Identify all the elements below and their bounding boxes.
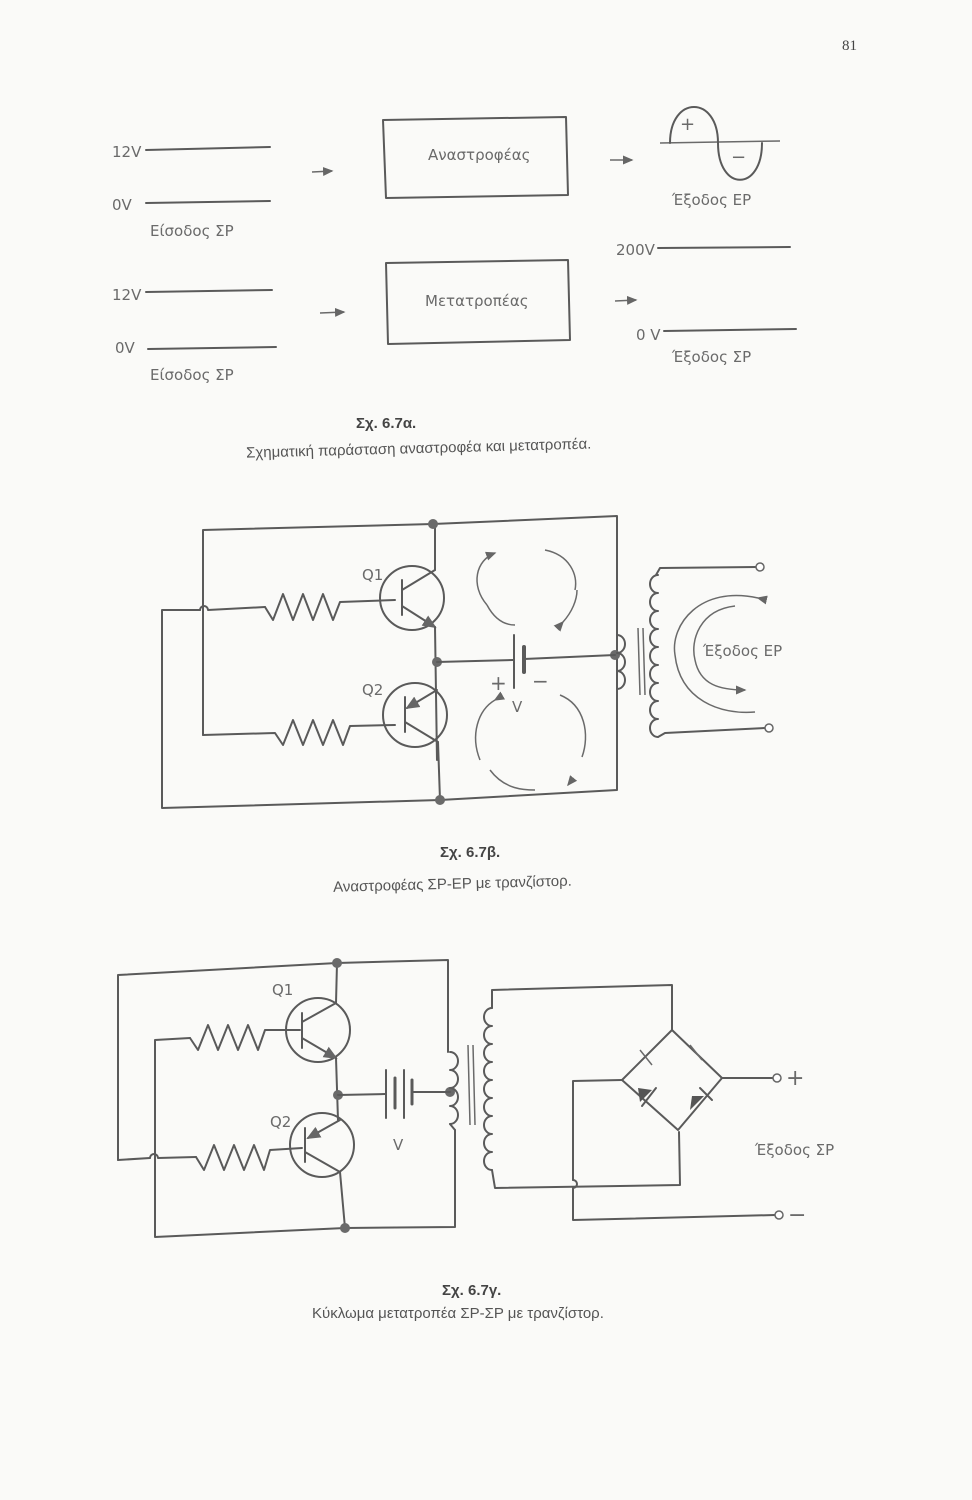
battery-label-v: V: [512, 698, 523, 716]
label-q1: Q1: [362, 566, 383, 584]
diode-icon: [638, 1088, 652, 1102]
output-terminal: [755, 562, 765, 572]
bridge-rectifier: [572, 1029, 776, 1221]
inverter-box-label: Αναστροφέας: [428, 146, 530, 164]
label-q2: Q2: [270, 1113, 291, 1131]
figure-6-7b-number: Σχ. 6.7β.: [440, 844, 500, 861]
page-number: 81: [842, 38, 857, 54]
inverter-input-12v: 12V: [112, 143, 142, 161]
inverter-input-label: Είσοδος ΣΡ: [150, 222, 234, 240]
minus-sign: −: [731, 147, 746, 168]
resistor-bottom: [202, 719, 396, 746]
output-terminal-positive: [772, 1073, 782, 1083]
converter-output-0v: 0 V: [636, 326, 661, 344]
label-q2: Q2: [362, 681, 383, 699]
figure-6-7c-converter-circuit: Q1 Q2 V: [117, 958, 834, 1322]
plus-sign: +: [680, 114, 695, 135]
resistor-top: [189, 1024, 301, 1051]
figure-6-7c-caption: Κύκλωμα μετατροπέα ΣΡ-ΣΡ με τρανζίστορ.: [312, 1305, 604, 1322]
inverter-box: [382, 116, 569, 199]
sine-wave-icon: [669, 106, 763, 181]
ac-arrow-icon: [673, 594, 768, 714]
transistor-q2: [289, 1112, 355, 1229]
label-q1: Q1: [272, 981, 293, 999]
transistor-q2: [382, 682, 448, 801]
transistor-q1: [285, 962, 351, 1063]
inverter-input-0v: 0V: [112, 196, 133, 214]
figure-6-7a-number: Σχ. 6.7α.: [356, 415, 416, 432]
transformer-icon: [449, 984, 681, 1189]
inverter-block: 12V 0V Είσοδος ΣΡ Αναστροφέας + − Έξοδος…: [112, 106, 781, 240]
arrow-icon: [614, 295, 638, 305]
output-label: Έξοδος ΣΡ: [754, 1141, 834, 1159]
output-terminal-negative: [774, 1210, 784, 1220]
figure-6-7b-inverter-circuit: Q1 Q2 + − V: [161, 515, 782, 896]
battery-icon: [436, 634, 616, 689]
diode-icon: [690, 1096, 704, 1110]
ac-arrow-icon: [693, 605, 747, 695]
battery-label-v: V: [393, 1136, 404, 1154]
arrow-icon: [319, 307, 346, 317]
current-flow-arrows: [474, 549, 587, 791]
output-label: Έξοδος ΕΡ: [702, 642, 782, 660]
converter-input-12v: 12V: [112, 286, 142, 304]
converter-output-200v: 200V: [616, 241, 656, 259]
converter-input-label: Είσοδος ΣΡ: [150, 366, 234, 384]
battery-icon: [337, 1069, 451, 1119]
battery-minus: −: [532, 669, 549, 693]
transformer-icon: [616, 566, 766, 738]
figure-6-7c-number: Σχ. 6.7γ.: [442, 1282, 501, 1299]
figure-6-7a-caption: Σχηματική παράσταση αναστροφέα και μετατ…: [246, 436, 592, 462]
figure-6-7a: 12V 0V Είσοδος ΣΡ Αναστροφέας + − Έξοδος…: [112, 106, 797, 462]
inverter-output-label: Έξοδος ΕΡ: [671, 191, 751, 209]
converter-input-0v: 0V: [115, 339, 136, 357]
converter-block: 200V 12V 0V Είσοδος ΣΡ Μετατροπέας 0 V Έ…: [112, 241, 797, 384]
output-terminal: [764, 723, 774, 733]
arrow-icon: [311, 166, 334, 176]
converter-box: [385, 259, 571, 345]
resistor-bottom: [195, 1144, 303, 1171]
converter-output-label: Έξοδος ΣΡ: [671, 348, 751, 366]
resistor-top: [264, 593, 396, 621]
transistor-q1: [379, 523, 445, 631]
negative-sign: −: [788, 1203, 806, 1228]
converter-box-label: Μετατροπέας: [425, 292, 529, 310]
figure-6-7b-caption: Αναστροφέας ΣΡ-ΕΡ με τρανζίστορ.: [333, 873, 572, 896]
positive-sign: +: [786, 1066, 804, 1091]
battery-plus: +: [490, 671, 507, 695]
